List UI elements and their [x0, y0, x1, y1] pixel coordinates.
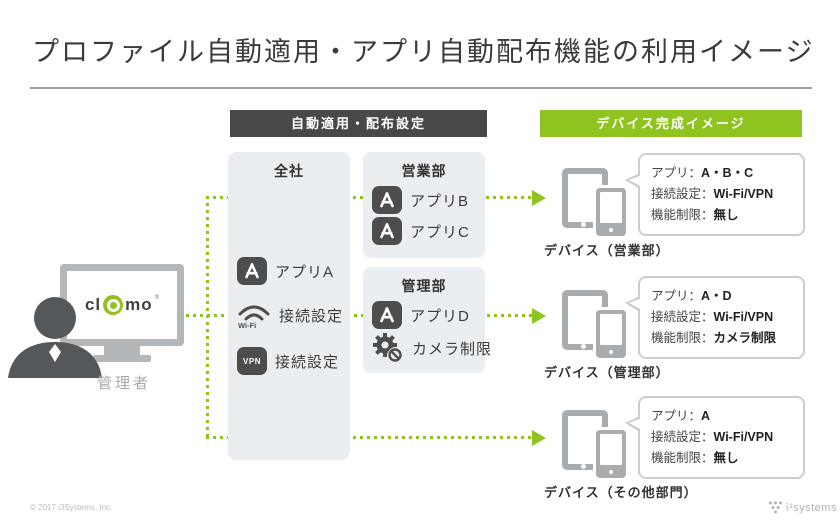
arrow-icon: [532, 308, 546, 324]
gear-restriction-icon: [373, 333, 403, 363]
bubble-line: 機能制限：カメラ制限: [651, 331, 777, 345]
speech-bubble-management: アプリ：A・D 接続設定：Wi-Fi/VPN 機能制限：カメラ制限: [625, 276, 805, 359]
panel-management-title: 管理部: [401, 278, 447, 294]
row-label: 接続設定: [275, 353, 340, 371]
appstore-icon: [237, 257, 267, 285]
appstore-icon: [372, 217, 402, 245]
admin-person-icon: [8, 297, 102, 378]
page-title: プロファイル自動適用・アプリ自動配布機能の利用イメージ: [32, 37, 815, 67]
vpn-icon-label: VPN: [243, 356, 261, 366]
clomo-logo-text-right: mo: [125, 295, 153, 314]
panel-company: 全社 アプリA Wi-Fi 接続設定 VPN 接続設定: [228, 152, 350, 460]
row-label: アプリB: [410, 192, 470, 210]
appstore-icon: [372, 186, 402, 214]
monitor-stand-base: [93, 355, 151, 362]
admin-label: 管理者: [97, 375, 152, 392]
panel-sales-title: 営業部: [401, 163, 447, 179]
admin-monitor: cl mo ®: [60, 264, 184, 346]
panel-management: 管理部 アプリD カメラ制限: [363, 267, 491, 373]
vpn-icon: VPN: [237, 347, 267, 375]
footer-copyright: © 2017 i3Systems, Inc.: [30, 503, 113, 512]
connector-vertical-line: [206, 196, 209, 440]
isystems-logo-icon: [769, 501, 782, 514]
company-wifi-row: Wi-Fi 接続設定: [237, 298, 343, 332]
clomo-logo-text-left: cl: [84, 295, 102, 314]
connector-line-management: [186, 314, 534, 317]
row-label: カメラ制限: [412, 340, 493, 358]
connector-line-others: [206, 436, 534, 439]
arrow-icon: [532, 190, 546, 206]
clomo-logo-ring-icon: [103, 295, 124, 315]
monitor-stand-neck: [104, 346, 140, 355]
speech-bubble-sales: アプリ：A・B・C 接続設定：Wi-Fi/VPN 機能制限：無し: [625, 153, 805, 236]
device-label-management: デバイス（管理部）: [544, 365, 670, 380]
device-label-sales: デバイス（営業部）: [544, 243, 670, 258]
row-label: アプリC: [410, 223, 470, 241]
settings-header-badge: 自動適用・配布設定: [230, 110, 487, 137]
bubble-line: 接続設定：Wi-Fi/VPN: [651, 187, 774, 201]
device-phone-icon: [596, 430, 626, 478]
title-divider: [30, 87, 812, 89]
management-app-row: アプリD: [372, 298, 470, 332]
device-phone-icon: [596, 188, 626, 236]
panel-company-title: 全社: [274, 163, 304, 179]
bubble-line: アプリ：A・B・C: [651, 166, 754, 180]
row-label: 接続設定: [279, 307, 344, 325]
clomo-logo: cl mo ®: [85, 295, 159, 315]
panel-sales: 営業部 アプリB アプリC: [363, 152, 485, 258]
company-app-row: アプリA: [237, 254, 334, 288]
device-image-header-badge: デバイス完成イメージ: [540, 110, 802, 137]
wifi-icon: Wi-Fi: [238, 305, 270, 329]
footer-logo: i³systems: [768, 501, 837, 514]
bubble-line: 機能制限：無し: [651, 451, 739, 465]
arrow-icon: [532, 430, 546, 446]
sales-app-row: アプリC: [372, 214, 470, 248]
device-label-others: デバイス（その他部門）: [544, 485, 698, 500]
speech-bubble-others: アプリ：A 接続設定：Wi-Fi/VPN 機能制限：無し: [625, 396, 805, 479]
appstore-icon: [372, 301, 402, 329]
row-label: アプリD: [410, 307, 470, 325]
bubble-line: 接続設定：Wi-Fi/VPN: [651, 310, 774, 324]
bubble-line: アプリ：A: [651, 409, 711, 423]
bubble-line: 機能制限：無し: [651, 208, 739, 222]
registered-mark: ®: [154, 295, 160, 301]
sales-app-row: アプリB: [372, 183, 469, 217]
isystems-logo-text: i³systems: [786, 501, 837, 514]
row-label: アプリA: [275, 263, 335, 281]
company-vpn-row: VPN 接続設定: [237, 344, 339, 378]
device-phone-icon: [596, 310, 626, 358]
management-restriction-row: カメラ制限: [372, 331, 492, 365]
bubble-line: アプリ：A・D: [651, 289, 732, 303]
bubble-line: 接続設定：Wi-Fi/VPN: [651, 430, 774, 444]
svg-text:Wi-Fi: Wi-Fi: [238, 321, 256, 329]
